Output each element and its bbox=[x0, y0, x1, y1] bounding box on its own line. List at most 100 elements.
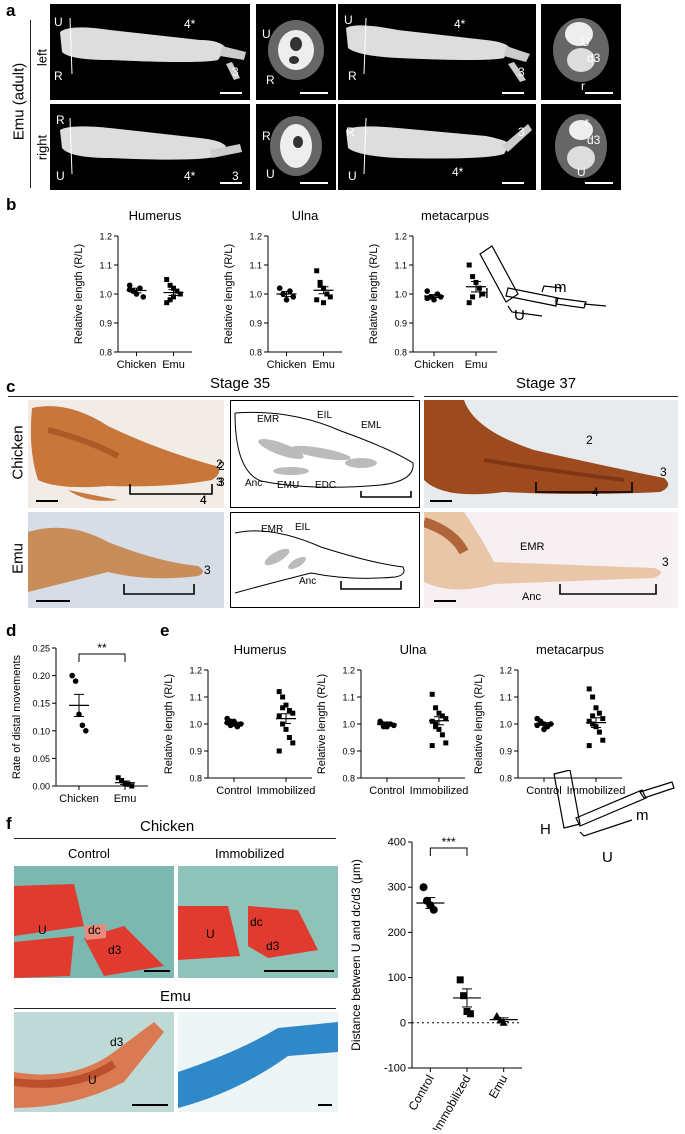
emu-stage35-photo: 3 bbox=[28, 512, 224, 608]
x-tick-label: Control bbox=[405, 1073, 436, 1114]
y-tick-label: 0.9 bbox=[342, 747, 355, 757]
scale-bar bbox=[502, 92, 524, 94]
data-point bbox=[590, 694, 596, 700]
data-point bbox=[424, 288, 430, 294]
forelimb-schematic-f bbox=[540, 769, 682, 840]
data-point bbox=[439, 732, 445, 738]
x-tick-label: Control bbox=[216, 785, 251, 797]
chart-title: Humerus bbox=[129, 208, 182, 223]
data-point bbox=[69, 672, 75, 679]
data-point bbox=[72, 678, 79, 684]
x-tick-label: Chicken bbox=[59, 793, 99, 805]
emu-adult-divider bbox=[30, 20, 32, 188]
scale-bar bbox=[300, 182, 328, 184]
y-tick-label: 0 bbox=[400, 1017, 406, 1029]
data-point bbox=[593, 705, 599, 711]
scale-bar bbox=[132, 1104, 168, 1106]
data-point bbox=[283, 726, 289, 732]
data-point bbox=[596, 729, 602, 735]
y-axis-label: Distance between U and dc/d3 (μm) bbox=[349, 859, 363, 1051]
f-emu-rule bbox=[14, 1008, 336, 1010]
scale-bar bbox=[585, 182, 613, 184]
data-point bbox=[314, 268, 320, 274]
f-chicken-immobilized-histology: U dc d3 bbox=[178, 866, 338, 978]
y-axis-label: Relative length (R/L) bbox=[163, 674, 175, 774]
scale-bar bbox=[220, 182, 242, 184]
y-tick-label: 1.1 bbox=[499, 693, 512, 703]
y-tick-label: 0.9 bbox=[99, 319, 112, 329]
data-point bbox=[476, 285, 482, 291]
data-point bbox=[276, 689, 282, 695]
stage-35-rule bbox=[8, 396, 414, 398]
ct-right-forelimb-image-2: R r U 4* 3 bbox=[338, 104, 536, 190]
data-point bbox=[456, 976, 464, 984]
f-chicken-control-histology: U dc d3 bbox=[14, 866, 174, 978]
x-tick-label: Emu bbox=[465, 359, 488, 371]
data-point bbox=[171, 294, 176, 300]
f-emu-title: Emu bbox=[160, 988, 191, 1005]
significance-bracket bbox=[78, 653, 126, 662]
stage-35-label: Stage 35 bbox=[210, 375, 271, 392]
row-chicken-label: Chicken bbox=[9, 425, 27, 480]
data-point bbox=[600, 716, 606, 722]
data-point bbox=[466, 262, 472, 268]
y-tick-label: 0.9 bbox=[394, 319, 407, 329]
stage-37-label: Stage 37 bbox=[516, 375, 577, 392]
y-tick-label: 1.1 bbox=[342, 693, 355, 703]
y-tick-label: 0.9 bbox=[249, 319, 262, 329]
data-point bbox=[429, 905, 438, 914]
y-axis-label: Relative length (R/L) bbox=[473, 674, 485, 774]
y-axis-label: Relative length (R/L) bbox=[368, 244, 380, 344]
chart-title: metacarpus bbox=[536, 642, 604, 657]
y-tick-label: 1.0 bbox=[342, 720, 355, 730]
y-tick-label: 1.0 bbox=[499, 720, 512, 730]
chart-title: Ulna bbox=[292, 208, 320, 223]
data-point bbox=[276, 748, 282, 754]
row-right-label: right bbox=[34, 134, 50, 161]
data-point bbox=[499, 1018, 508, 1026]
f-legend-H: H bbox=[540, 821, 551, 838]
y-tick-label: 1.0 bbox=[99, 290, 112, 300]
emu-stage37-photo: EMR Anc 3 bbox=[424, 512, 678, 608]
y-tick-label: 1.1 bbox=[394, 261, 407, 271]
chicken-stage35-photo: 2 3 4 bbox=[28, 400, 224, 508]
panel-letter-c: c bbox=[6, 377, 16, 396]
x-tick-label: Emu bbox=[114, 793, 137, 805]
data-point bbox=[290, 710, 296, 716]
data-point bbox=[280, 721, 286, 727]
x-tick-label: Control bbox=[369, 785, 404, 797]
ct-right-section-image-2: r d3 U bbox=[541, 104, 621, 190]
data-point bbox=[126, 282, 133, 289]
y-tick-label: 1.2 bbox=[394, 232, 407, 242]
chart-title: metacarpus bbox=[421, 208, 489, 223]
y-tick-label: 1.1 bbox=[189, 693, 202, 703]
y-tick-label: 300 bbox=[388, 882, 406, 894]
data-point bbox=[290, 294, 297, 300]
data-point bbox=[286, 735, 292, 740]
y-axis-label: Relative length (R/L) bbox=[223, 244, 235, 344]
data-point bbox=[171, 285, 176, 291]
data-point bbox=[600, 737, 606, 743]
data-point bbox=[83, 728, 89, 734]
chart-title: Ulna bbox=[400, 642, 428, 657]
data-point bbox=[327, 294, 333, 300]
stage-37-rule bbox=[424, 396, 678, 398]
x-tick-label: Chicken bbox=[117, 359, 157, 371]
x-tick-label: Emu bbox=[312, 359, 335, 371]
y-tick-label: 0.9 bbox=[499, 747, 512, 757]
scale-bar bbox=[502, 182, 524, 184]
y-tick-label: 1.2 bbox=[249, 232, 262, 242]
data-point bbox=[419, 883, 428, 892]
data-point bbox=[276, 713, 282, 719]
x-tick-label: Immobilized bbox=[567, 785, 626, 797]
panel-letter-a: a bbox=[6, 1, 16, 20]
x-tick-label: Chicken bbox=[414, 359, 454, 371]
data-point bbox=[167, 282, 173, 288]
y-tick-label: 1.1 bbox=[249, 261, 262, 271]
data-point bbox=[429, 743, 435, 749]
y-tick-label: 0.20 bbox=[32, 671, 50, 681]
scale-bar bbox=[300, 92, 328, 94]
f-emu-histology: d3 U bbox=[14, 1012, 174, 1112]
